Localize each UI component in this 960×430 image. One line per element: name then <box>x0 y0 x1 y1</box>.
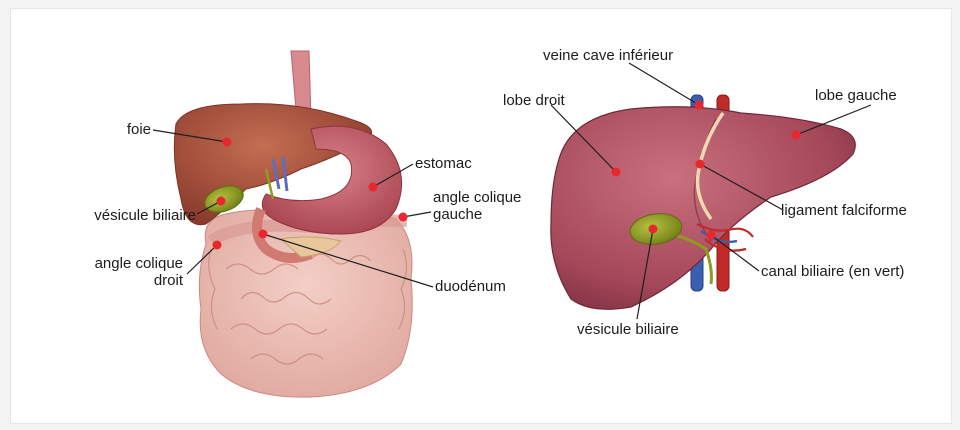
label-foie: foie <box>81 121 151 138</box>
label-canal-biliaire: canal biliaire (en vert) <box>761 263 904 280</box>
label-veine-cave-inferieure: veine cave inférieur <box>543 47 673 64</box>
label-angle-colique-gauche: angle colique gauche <box>433 189 521 223</box>
label-vesicule-biliaire-left: vésicule biliaire <box>31 207 196 224</box>
figure-panel: foie estomac vésicule biliaire angle col… <box>10 8 952 424</box>
label-estomac: estomac <box>415 155 472 172</box>
label-lobe-gauche: lobe gauche <box>815 87 897 104</box>
label-lobe-droit: lobe droit <box>503 92 565 109</box>
label-ligament-falciforme: ligament falciforme <box>781 202 907 219</box>
label-angle-colique-droit: angle colique droit <box>51 255 183 289</box>
label-vesicule-biliaire-right: vésicule biliaire <box>577 321 679 338</box>
label-duodenum: duodénum <box>435 278 506 295</box>
digestive-system-figure <box>153 51 433 397</box>
